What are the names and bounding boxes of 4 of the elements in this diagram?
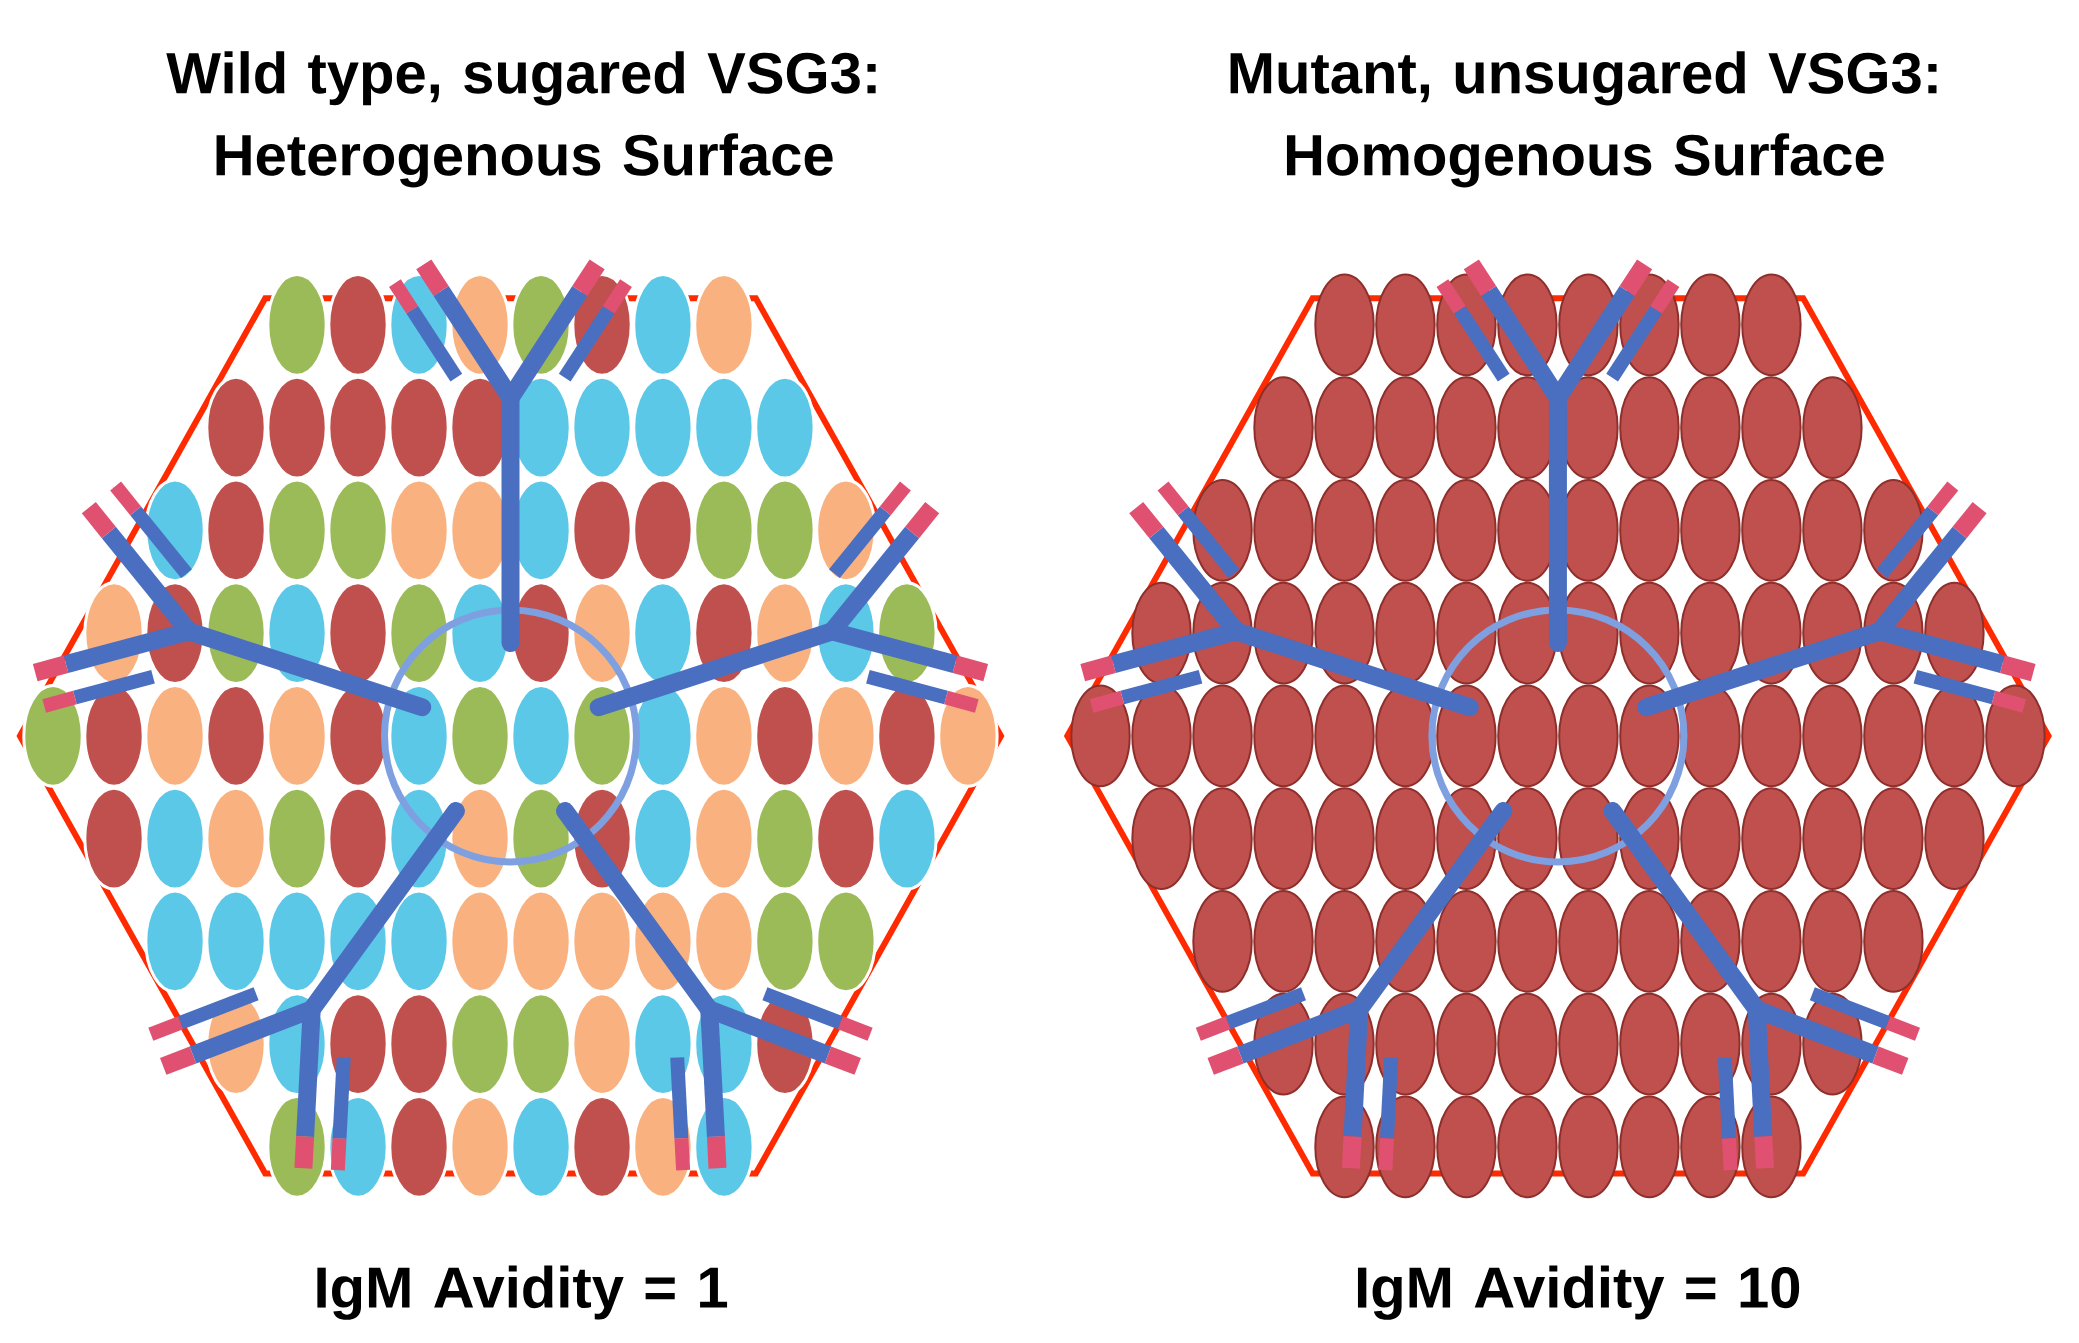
heading: Mutant, unsugared VSG3: Homogenous Surface [1230, 51, 1937, 188]
heading: Wild type, sugared VSG3: Heterogenous Surface [166, 51, 876, 188]
caption: IgM Avidity = 1 [317, 1265, 728, 1320]
caption: IgM Avidity = 10 [1357, 1265, 1800, 1320]
